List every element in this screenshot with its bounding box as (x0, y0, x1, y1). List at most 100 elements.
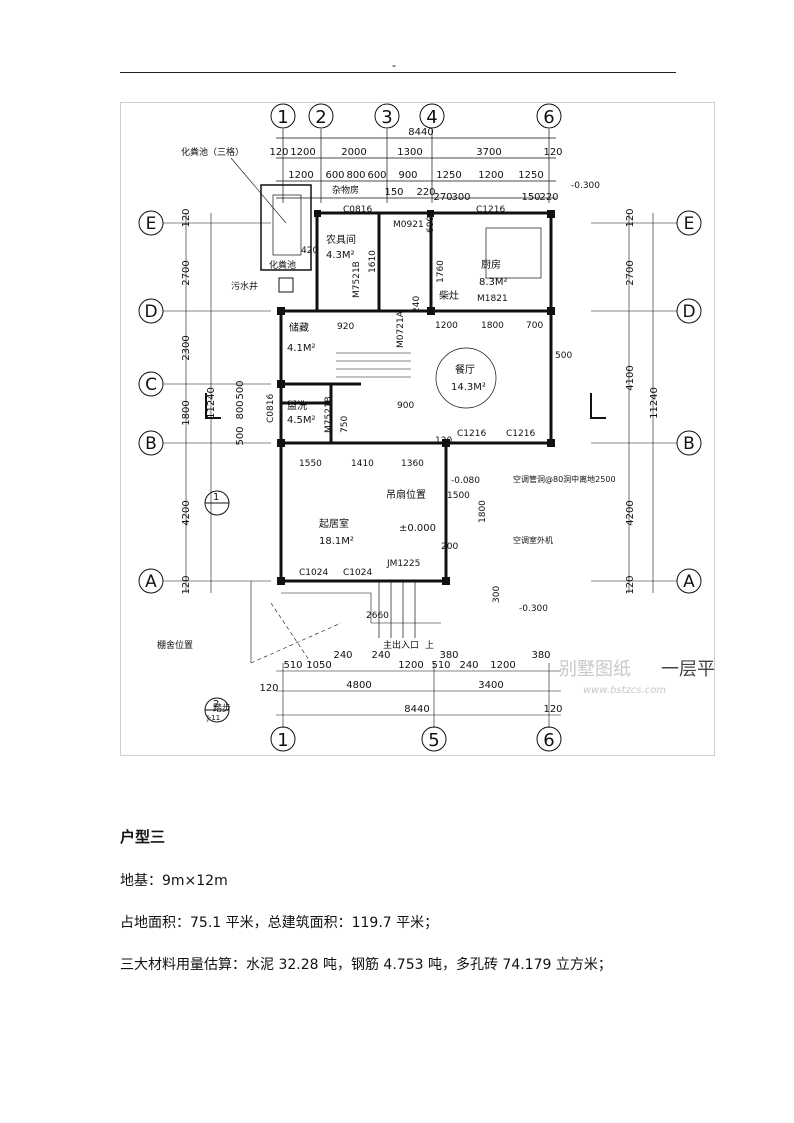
elev-080: -0.080 (451, 476, 480, 486)
tool-room-area: 4.3M² (326, 250, 355, 261)
dim-420: 420 (301, 246, 318, 256)
house-type-heading: 户型三 (120, 828, 166, 846)
axis-left-a: A (145, 572, 157, 592)
dim-left-7: 4200 (181, 500, 192, 525)
bath-area: 4.5M² (287, 415, 316, 426)
section-cut-right (590, 393, 606, 419)
axis-top-3: 3 (381, 107, 392, 128)
carport-label: 棚舍位置 (157, 639, 193, 651)
entrance-label: 主出入口 (383, 639, 419, 651)
dim-top-r3-1: 220 (416, 187, 435, 198)
dim-bot-r1-4: 1200 (398, 660, 423, 671)
dim-top-r1-0: 120 (269, 147, 288, 158)
elev-neg-top: -0.300 (571, 181, 600, 191)
watermark-url: www.bstzcs.com (583, 685, 666, 696)
dim-right-3: 4200 (625, 500, 636, 525)
dim-left-5: 500 (235, 426, 246, 445)
dim-1610: 1610 (368, 250, 378, 273)
label-c0816-side: C0816 (266, 394, 276, 423)
stairs (336, 352, 411, 378)
dim-bot-r2-2: 3400 (478, 680, 503, 691)
wall-columns (277, 210, 555, 585)
dim-right-total: 11240 (649, 387, 660, 419)
dim-600: 600 (426, 216, 436, 233)
dining-label: 餐厅 (455, 363, 475, 376)
dim-top-r2-3: 600 (367, 170, 386, 181)
axis-bottom-5: 5 (428, 730, 439, 751)
storage-area: 4.1M² (287, 343, 316, 354)
dim-1410: 1410 (351, 459, 374, 469)
axis-left-e: E (146, 214, 157, 234)
materials-line: 三大材料用量估算：水泥 32.28 吨，钢筋 4.753 吨，多孔砖 74.17… (120, 957, 612, 973)
axis-right-d: D (682, 302, 695, 322)
label-m0921: M0921 (393, 220, 424, 230)
dim-bot-r1-7: 240 (459, 660, 478, 671)
dim-left-8: 120 (181, 575, 192, 594)
dim-top-r2-6: 1200 (478, 170, 503, 181)
up-label: 上 (425, 640, 434, 651)
dim-1800-ac: 1800 (478, 500, 488, 523)
dim-bot-r1-9: 380 (531, 650, 550, 661)
dim-240: 240 (412, 296, 422, 313)
label-m1821: M1821 (477, 294, 508, 304)
living-area: 18.1M² (319, 536, 354, 547)
dim-1760: 1760 (436, 260, 446, 283)
dim-500: 500 (555, 351, 572, 361)
dim-1500: 1500 (447, 491, 470, 501)
dim-top-r1-5: 120 (543, 147, 562, 158)
storage-tag: 杂物房 (332, 184, 359, 196)
dim-top-r3-3: 300 (451, 192, 470, 203)
axis-bubbles-top (270, 103, 562, 129)
floor-plan-image: 1 2 3 4 6 8440 120 1200 2000 1300 3700 1… (120, 102, 715, 756)
dim-120: 120 (435, 436, 452, 446)
dim-left-3: 500 (235, 380, 246, 399)
dim-bot-r1-5: 510 (431, 660, 450, 671)
axis-left-b: B (145, 434, 157, 454)
dim-right-0: 120 (625, 208, 636, 227)
dim-top-r2-0: 1200 (288, 170, 313, 181)
dim-900: 900 (397, 401, 414, 411)
dim-700: 700 (526, 321, 543, 331)
floor-plan-drawing: 1 2 3 4 6 8440 120 1200 2000 1300 3700 1… (138, 103, 714, 752)
living-label: 起居室 (319, 517, 349, 530)
dim-2660: 2660 (366, 611, 389, 621)
area-line: 占地面积：75.1 平米，总建筑面积：119.7 平米； (120, 915, 439, 931)
dim-750: 750 (340, 416, 350, 433)
storage-label: 储藏 (289, 321, 309, 334)
label-jm1225: JM1225 (386, 559, 420, 569)
dim-left-4: 800 (235, 400, 246, 419)
kitchen-label: 厨房 (481, 258, 501, 271)
dim-bot-120: 120 (543, 704, 562, 715)
axis-top-1: 1 (277, 107, 288, 128)
kitchen-area: 8.3M² (479, 277, 508, 288)
dim-top-r1-4: 3700 (476, 147, 501, 158)
dim-top-r3-2: 270 (433, 192, 452, 203)
ac-hole-label: 空调管洞@80洞中离地2500 (513, 474, 616, 484)
axis-bubbles-right (676, 210, 702, 594)
dim-bot-r1-6: 380 (439, 650, 458, 661)
dim-left-total: 11240 (206, 387, 217, 419)
label-c1216-right: C1216 (506, 429, 535, 439)
header-mark: - (392, 58, 396, 72)
floor-plan-title: 一层平面 (661, 659, 714, 680)
axis-right-e: E (684, 214, 695, 234)
dining-table (435, 347, 497, 409)
label-m7521b-2: M7521B (324, 396, 334, 433)
dim-top-r2-7: 1250 (518, 170, 543, 181)
axis-bubbles-left (138, 210, 164, 594)
dim-right-4: 120 (625, 575, 636, 594)
axis-right-a: A (683, 572, 695, 592)
elev-zero: ±0.000 (399, 523, 436, 534)
dim-top-r3-0: 150 (384, 187, 403, 198)
axis-bottom-6: 6 (543, 730, 554, 751)
top-dimension-lines (276, 129, 556, 203)
axis-bubbles-bottom (270, 726, 562, 752)
foundation-line: 地基：9m×12m (120, 873, 228, 889)
steps-label: 踏步 (213, 702, 231, 714)
label-c1024-a: C1024 (299, 568, 328, 578)
elev-neg-bottom: -0.300 (519, 604, 548, 614)
dim-top-r3-5: 220 (539, 192, 558, 203)
dim-left-2: 2300 (181, 335, 192, 360)
dim-top-total: 8440 (408, 127, 433, 138)
porch-outline (250, 581, 441, 664)
